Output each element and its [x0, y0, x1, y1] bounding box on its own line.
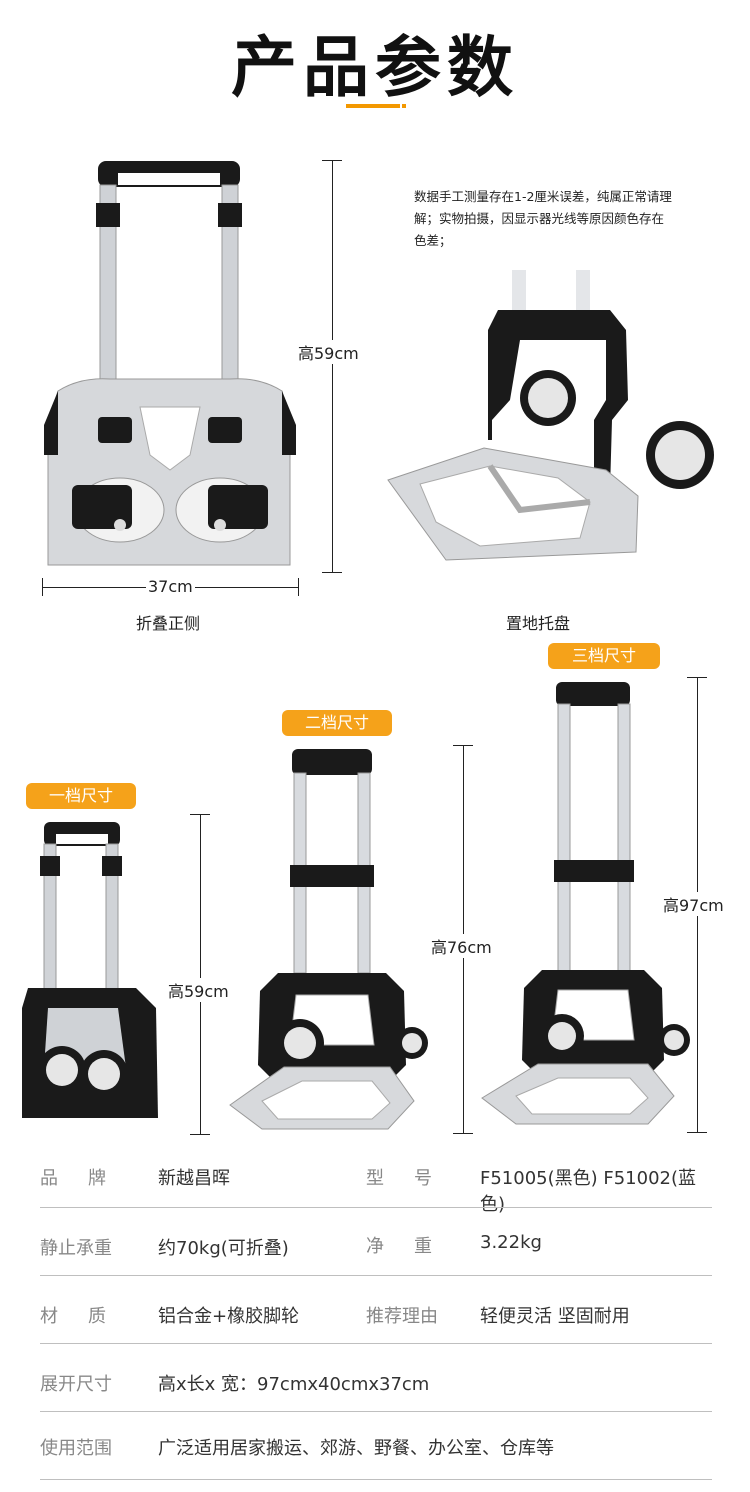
spec-label: 静止承重 — [40, 1238, 112, 1259]
dimension-tick — [687, 677, 707, 678]
spec-value: 新越昌晖 — [158, 1168, 230, 1189]
dimension-tick — [453, 1133, 473, 1134]
size-1-height-line — [200, 814, 201, 1134]
spec-value: 广泛适用居家搬运、郊游、野餐、办公室、仓库等 — [158, 1438, 554, 1459]
spec-row-brand: 品牌 新越昌晖 型号 F51005(黑色) F51002(蓝色) — [40, 1140, 712, 1215]
row-divider — [40, 1207, 712, 1208]
size-3-badge: 三档尺寸 — [548, 643, 660, 669]
spec-value: 3.22kg — [480, 1232, 542, 1253]
spec-value: 约70kg(可折叠) — [158, 1238, 289, 1259]
spec-row-dimensions: 展开尺寸 高x长x 宽：97cmx40cmx37cm — [40, 1344, 712, 1412]
spec-label: 型号 — [366, 1168, 462, 1189]
folded-height-label: 高59cm — [296, 340, 361, 364]
spec-row-material: 材质 铝合金+橡胶脚轮 推荐理由 轻便灵活 坚固耐用 — [40, 1276, 712, 1344]
spec-value: 高x长x 宽：97cmx40cmx37cm — [158, 1374, 430, 1395]
dimension-tick — [322, 572, 342, 573]
row-divider — [40, 1411, 712, 1412]
size-3-height-label: 高97cm — [661, 892, 726, 916]
measurement-note: 数据手工测量存在1-2厘米误差，纯属正常请理解；实物拍摄，因显示器光线等原因颜色… — [414, 189, 672, 248]
spec-label: 推荐理由 — [366, 1306, 438, 1327]
spec-label: 品牌 — [40, 1168, 136, 1189]
spec-value: 铝合金+橡胶脚轮 — [158, 1306, 300, 1327]
row-divider — [40, 1479, 712, 1480]
height-dimension-line — [332, 160, 333, 572]
size-1-height-label: 高59cm — [166, 978, 231, 1002]
spec-value: 轻便灵活 坚固耐用 — [480, 1306, 630, 1327]
trolley-tray-image — [387, 270, 714, 561]
trolley-size-1-image — [22, 822, 158, 1118]
dimension-tick — [42, 578, 43, 596]
folded-caption: 折叠正侧 — [136, 614, 201, 633]
dimension-tick — [190, 1134, 210, 1135]
tray-caption: 置地托盘 — [506, 614, 571, 633]
title-underline — [346, 104, 400, 108]
dimension-tick — [322, 160, 342, 161]
dimension-tick — [190, 814, 210, 815]
size-2-height-label: 高76cm — [429, 934, 494, 958]
folded-width-label: 37cm — [146, 577, 195, 596]
page-title: 产品参数 — [231, 29, 519, 106]
folded-trolley-front-image — [44, 161, 296, 566]
spec-label: 使用范围 — [40, 1438, 112, 1459]
title-underline-dot — [402, 104, 406, 108]
trolley-size-2-image — [229, 749, 428, 1130]
dimension-tick — [453, 745, 473, 746]
spec-value: F51005(黑色) F51002(蓝色) — [480, 1168, 697, 1215]
spec-label: 展开尺寸 — [40, 1374, 112, 1395]
spec-row-load: 静止承重 约70kg(可折叠) 净重 3.22kg — [40, 1208, 712, 1276]
spec-label: 净重 — [366, 1236, 462, 1257]
size-1-badge: 一档尺寸 — [26, 783, 136, 809]
spec-row-usage: 使用范围 广泛适用居家搬运、郊游、野餐、办公室、仓库等 — [40, 1412, 712, 1480]
dimension-tick — [687, 1132, 707, 1133]
dimension-tick — [298, 578, 299, 596]
trolley-size-3-image — [481, 682, 690, 1125]
spec-label: 材质 — [40, 1306, 136, 1327]
row-divider — [40, 1343, 712, 1344]
row-divider — [40, 1275, 712, 1276]
size-2-badge: 二档尺寸 — [282, 710, 392, 736]
